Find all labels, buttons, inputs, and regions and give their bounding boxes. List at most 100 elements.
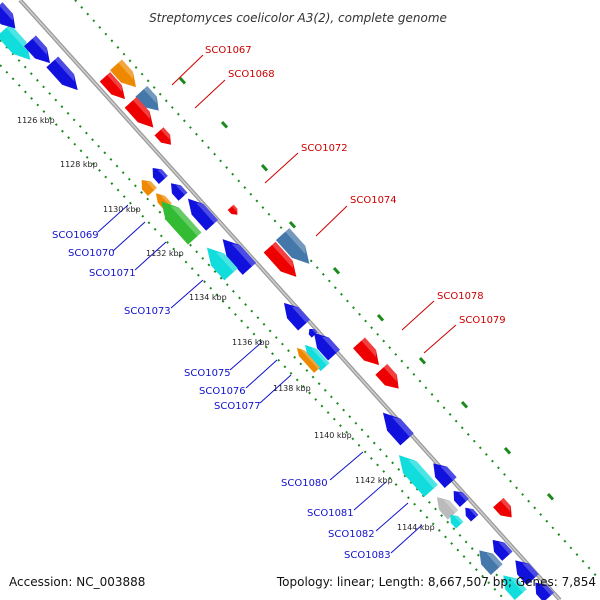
gene-arrow[interactable] <box>493 497 517 522</box>
tick-dash <box>220 120 229 129</box>
tick-label: 1136 kbp <box>232 338 270 347</box>
gene-arrow[interactable] <box>294 345 321 373</box>
gene-label-reverse[interactable]: SCO1076 <box>199 386 246 397</box>
tick-label: 1126 kbp <box>17 116 55 125</box>
gene-arrow[interactable] <box>376 407 414 446</box>
label-leader-line <box>97 204 129 233</box>
gene-track <box>0 2 554 600</box>
label-leader-line <box>229 341 263 371</box>
gene-arrow[interactable] <box>301 341 330 372</box>
label-leader-line <box>390 524 423 554</box>
label-leader-line <box>245 359 278 389</box>
gene-label-reverse[interactable]: SCO1069 <box>52 230 99 241</box>
gene-label-forward[interactable]: SCO1067 <box>205 45 252 56</box>
label-leaders <box>97 54 457 554</box>
gene-arrow[interactable] <box>0 2 21 34</box>
gene-arrow[interactable] <box>427 458 457 489</box>
gene-arrow[interactable] <box>110 59 142 92</box>
gene-label-reverse[interactable]: SCO1073 <box>124 306 171 317</box>
gene-arrow[interactable] <box>447 511 464 529</box>
tick-dash <box>376 313 385 322</box>
genome-stats-text: Topology: linear; Length: 8,667,507 bp; … <box>276 575 596 589</box>
gene-arrow[interactable] <box>263 241 303 282</box>
tick-dashes <box>178 76 555 501</box>
gene-arrow[interactable] <box>306 326 318 338</box>
tick-dash <box>178 76 187 85</box>
gene-arrow[interactable] <box>308 327 340 361</box>
tick-dash <box>460 400 469 409</box>
gene-arrow[interactable] <box>24 35 56 68</box>
gene-arrow[interactable] <box>275 228 316 270</box>
gene-label-reverse[interactable]: SCO1075 <box>184 368 231 379</box>
label-leader-line <box>194 79 226 109</box>
gene-arrow[interactable] <box>462 504 479 522</box>
gene-arrow[interactable] <box>353 337 385 370</box>
gene-arrow[interactable] <box>154 127 176 148</box>
label-leader-line <box>353 481 387 511</box>
gene-arrow[interactable] <box>530 578 554 600</box>
label-leader-line <box>170 279 204 309</box>
accession-text: Accession: NC_003888 <box>9 575 145 589</box>
gene-label-forward[interactable]: SCO1068 <box>228 69 275 80</box>
gene-arrow[interactable] <box>278 297 310 331</box>
gene-arrow[interactable] <box>135 85 164 116</box>
gene-arrow[interactable] <box>148 164 168 184</box>
tick-label: 1134 kbp <box>189 293 227 302</box>
gene-arrow[interactable] <box>99 72 130 104</box>
tick-label: 1132 kbp <box>146 249 184 258</box>
gene-arrow[interactable] <box>473 545 503 576</box>
tick-label: 1142 kbp <box>355 476 393 485</box>
label-leader-line <box>134 241 167 271</box>
inner-tick-ring-forward <box>0 39 521 600</box>
gene-arrow[interactable] <box>509 555 539 586</box>
gene-label-forward[interactable]: SCO1079 <box>459 315 506 326</box>
gene-arrow[interactable] <box>46 56 83 96</box>
tick-dash <box>288 220 297 229</box>
inner-tick-ring-reverse <box>0 64 506 600</box>
gene-arrow[interactable] <box>375 363 404 394</box>
tick-label: 1140 kbp <box>314 431 352 440</box>
gene-arrow[interactable] <box>124 97 160 133</box>
gene-arrow[interactable] <box>137 176 157 196</box>
gene-label-reverse[interactable]: SCO1081 <box>307 508 354 519</box>
gene-label-forward[interactable]: SCO1074 <box>350 195 397 206</box>
gene-arrow[interactable] <box>167 179 188 201</box>
gene-arrow[interactable] <box>227 204 241 218</box>
gene-arrow[interactable] <box>216 233 257 275</box>
label-leader-line <box>259 374 292 404</box>
gene-arrow[interactable] <box>487 535 513 561</box>
tick-dash <box>503 446 512 455</box>
gene-label-reverse[interactable]: SCO1080 <box>281 478 328 489</box>
label-leader-line <box>171 54 204 86</box>
gene-arrow[interactable] <box>182 193 218 231</box>
gene-arrow[interactable] <box>497 570 527 600</box>
tick-dash <box>260 163 269 172</box>
gene-label-reverse[interactable]: SCO1077 <box>214 401 261 412</box>
tick-dash <box>332 266 341 275</box>
gene-label-forward[interactable]: SCO1072 <box>301 143 348 154</box>
map-title: Streptomyces coelicolor A3(2), complete … <box>149 11 447 25</box>
gene-arrow[interactable] <box>200 242 238 281</box>
gene-arrow[interactable] <box>449 487 469 507</box>
gene-label-reverse[interactable]: SCO1070 <box>68 248 115 259</box>
gene-label-reverse[interactable]: SCO1071 <box>89 268 136 279</box>
gene-arrow[interactable] <box>432 492 459 520</box>
tick-label: 1128 kbp <box>60 160 98 169</box>
tick-label: 1130 kbp <box>103 205 141 214</box>
label-leader-line <box>112 221 146 252</box>
gene-arrow[interactable] <box>155 195 202 245</box>
label-leader-line <box>315 205 348 237</box>
label-leader-line <box>329 451 364 481</box>
label-leader-line <box>375 502 409 532</box>
tick-label: 1144 kbp <box>397 523 435 532</box>
gene-label-reverse[interactable]: SCO1082 <box>328 529 375 540</box>
gene-label-forward[interactable]: SCO1078 <box>437 291 484 302</box>
tick-dash <box>418 356 427 365</box>
tick-dash <box>546 492 555 501</box>
gene-arrow[interactable] <box>0 24 37 66</box>
label-leader-line <box>423 324 457 354</box>
gene-arrow[interactable] <box>392 449 438 497</box>
label-leader-line <box>264 152 299 184</box>
gene-label-reverse[interactable]: SCO1083 <box>344 550 391 561</box>
